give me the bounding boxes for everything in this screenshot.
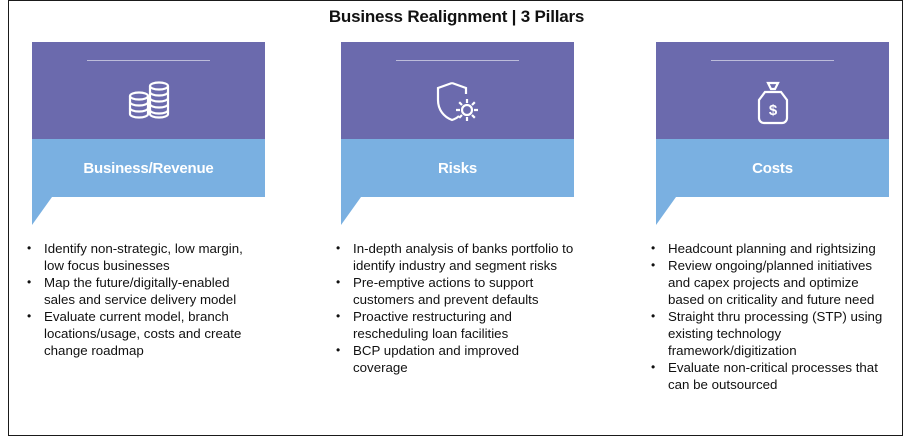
- price-tag-dollar-icon: $: [656, 80, 889, 126]
- callout-tail: [32, 197, 52, 225]
- pillar-label: Costs: [752, 159, 793, 177]
- bullet-list-costs: Headcount planning and rightsizing Revie…: [649, 240, 895, 393]
- callout-tail: [656, 197, 676, 225]
- pillar-label-band: Business/Revenue: [32, 139, 265, 197]
- divider: [711, 60, 834, 61]
- list-item: Review ongoing/planned initiatives and c…: [649, 257, 895, 308]
- list-item: Identify non-strategic, low margin, low …: [25, 240, 255, 274]
- pillar-header: $: [656, 42, 889, 139]
- diagram-title: Business Realignment | 3 Pillars: [328, 7, 585, 26]
- list-item: Straight thru processing (STP) using exi…: [649, 308, 895, 359]
- pillar-header: [341, 42, 574, 139]
- pillar-label-band: Costs: [656, 139, 889, 197]
- bullet-list-business-revenue: Identify non-strategic, low margin, low …: [25, 240, 255, 359]
- list-item: Map the future/digitally-enabled sales a…: [25, 274, 255, 308]
- list-item: Headcount planning and rightsizing: [649, 240, 895, 257]
- pillar-costs: $ Costs: [656, 42, 889, 225]
- diagram-frame: [8, 0, 903, 436]
- svg-text:$: $: [768, 102, 777, 119]
- coins-stack-icon: [32, 80, 265, 124]
- pillar-label-band: Risks: [341, 139, 574, 197]
- list-item: Evaluate current model, branch locations…: [25, 308, 255, 359]
- callout-tail: [341, 197, 361, 225]
- shield-gear-icon: [341, 80, 574, 126]
- pillar-label: Risks: [437, 159, 478, 177]
- bullet-list-risks: In-depth analysis of banks portfolio to …: [334, 240, 574, 376]
- list-item: In-depth analysis of banks portfolio to …: [334, 240, 574, 274]
- pillar-header: [32, 42, 265, 139]
- divider: [87, 60, 210, 61]
- list-item: Proactive restructuring and rescheduling…: [334, 308, 574, 342]
- list-item: Pre-emptive actions to support customers…: [334, 274, 574, 308]
- divider: [396, 60, 519, 61]
- list-item: Evaluate non-critical processes that can…: [649, 359, 895, 393]
- pillar-risks: Risks: [341, 42, 574, 225]
- pillar-business-revenue: Business/Revenue: [32, 42, 265, 225]
- list-item: BCP updation and improved coverage: [334, 342, 574, 376]
- pillar-label: Business/Revenue: [83, 159, 214, 177]
